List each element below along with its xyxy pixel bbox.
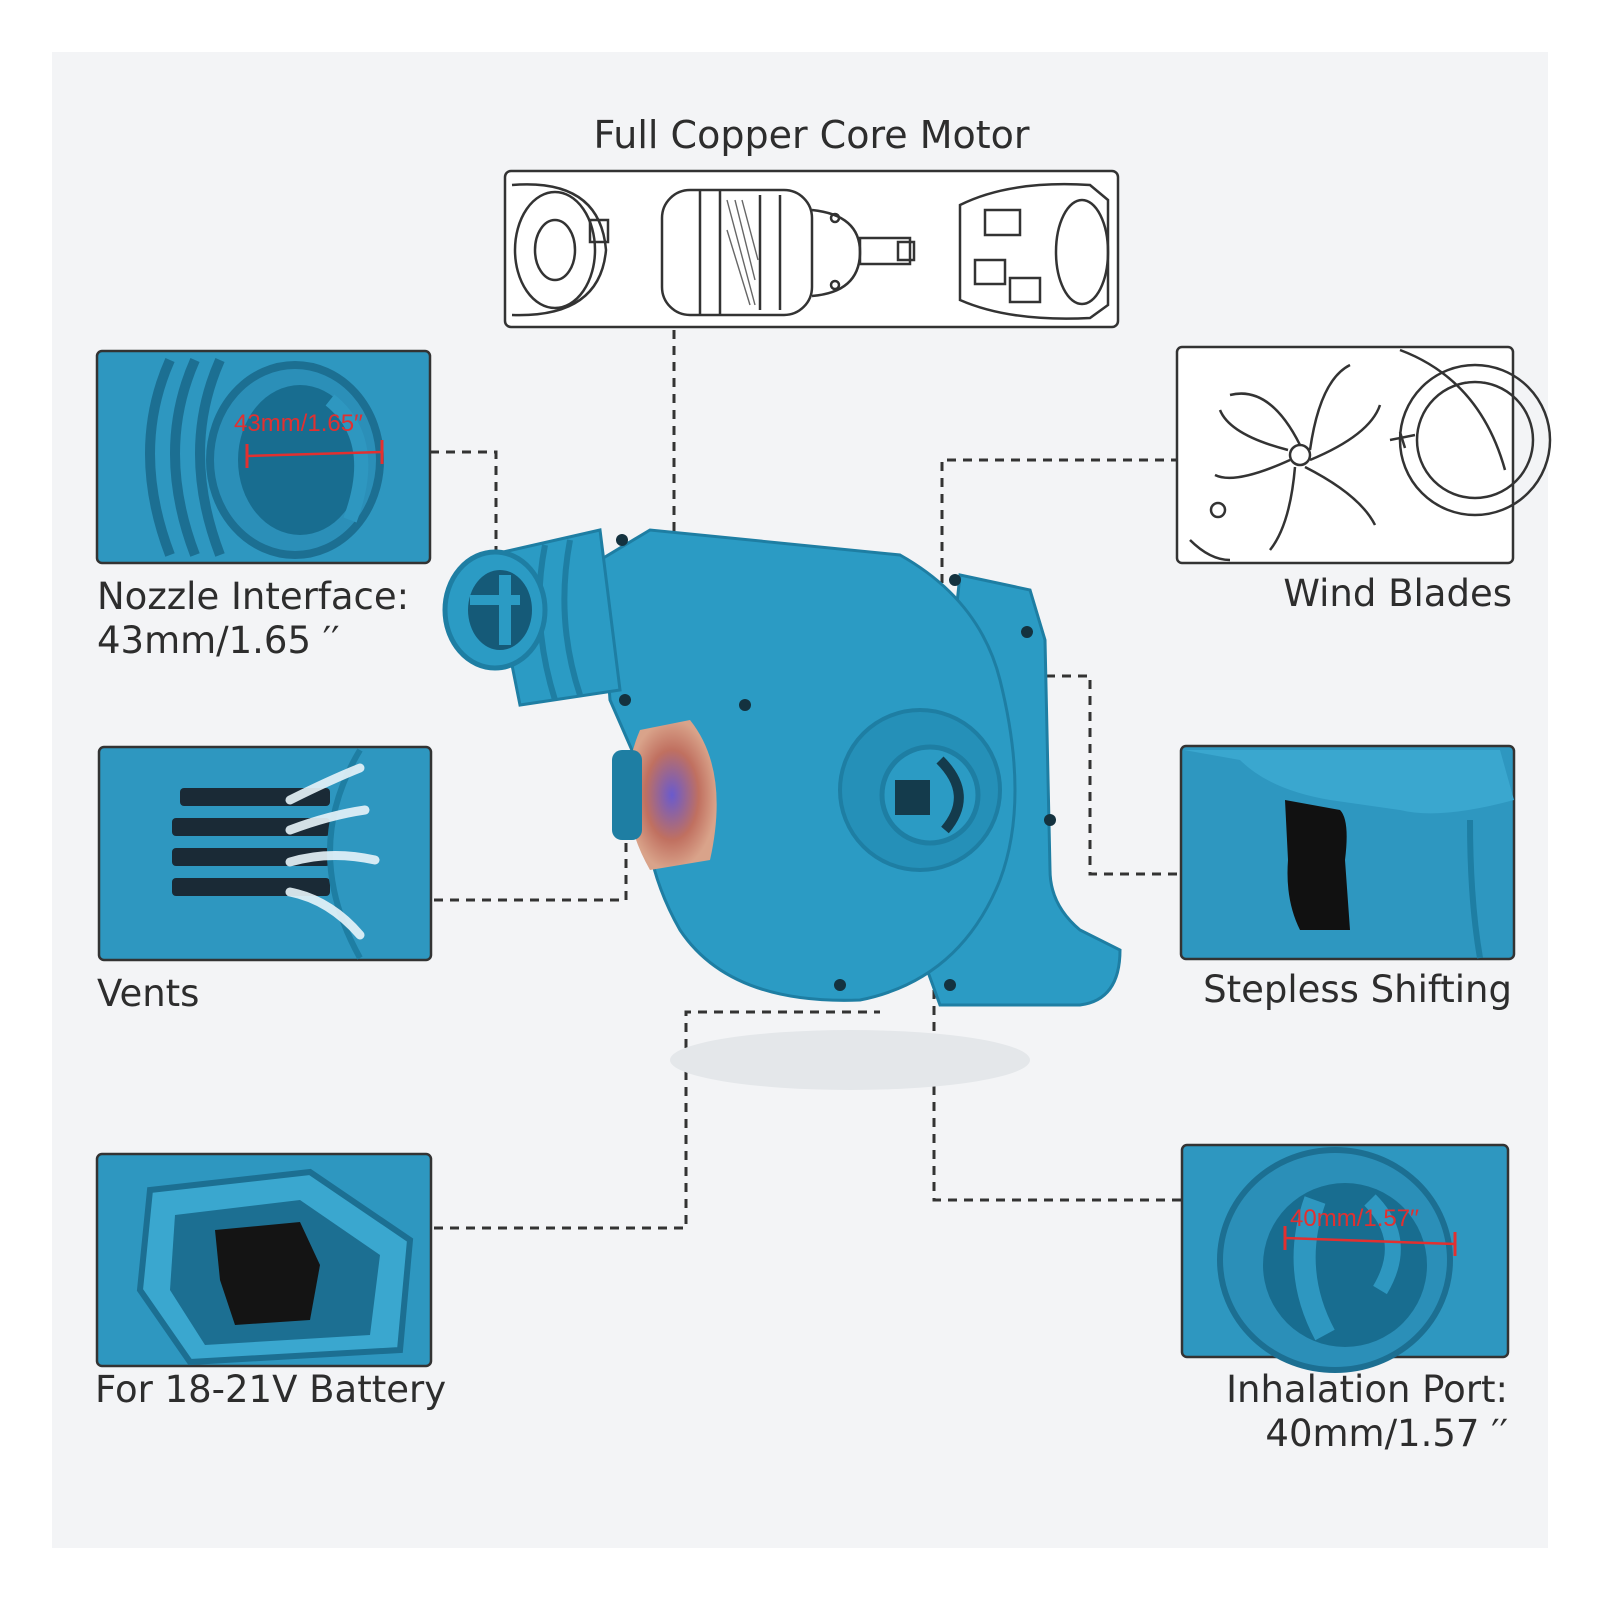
motor-diagram: [503, 169, 1120, 329]
leader-wind-blades: [940, 458, 1180, 640]
inhalation-dimension-callout: 40mm/1.57′′: [1290, 1205, 1420, 1232]
leader-stepless: [1030, 674, 1180, 876]
leader-vents: [434, 820, 628, 902]
inhalation-label-line2: 40mm/1.57 ′′: [1265, 1412, 1508, 1455]
nozzle-dimension-callout: 43mm/1.65′′: [234, 410, 364, 437]
leader-nozzle: [430, 450, 498, 560]
inhalation-label: Inhalation Port: 40mm/1.57 ′′: [1226, 1368, 1508, 1456]
nozzle-photo: [95, 349, 432, 565]
wind-blades-label: Wind Blades: [1283, 572, 1512, 615]
leader-inhalation: [932, 830, 1184, 1202]
battery-label: For 18-21V Battery: [95, 1368, 447, 1411]
wind-blades-diagram: [1175, 345, 1552, 565]
nozzle-label-line2: 43mm/1.65 ′′: [97, 619, 340, 662]
nozzle-label-line1: Nozzle Interface:: [97, 575, 410, 618]
motor-title: Full Copper Core Motor: [593, 113, 1030, 157]
nozzle-label: Nozzle Interface: 43mm/1.65 ′′: [97, 575, 409, 663]
inhalation-label-line1: Inhalation Port:: [1226, 1368, 1508, 1411]
stepless-label: Stepless Shifting: [1203, 968, 1512, 1011]
stepless-photo: [1179, 744, 1516, 961]
vents-label: Vents: [97, 972, 200, 1015]
inhalation-photo: [1180, 1143, 1510, 1373]
leader-lines: [430, 330, 1184, 1230]
battery-photo: [95, 1152, 433, 1368]
vents-photo: [97, 745, 433, 962]
blower-tool: [442, 528, 1122, 1090]
leader-battery: [434, 1010, 880, 1230]
